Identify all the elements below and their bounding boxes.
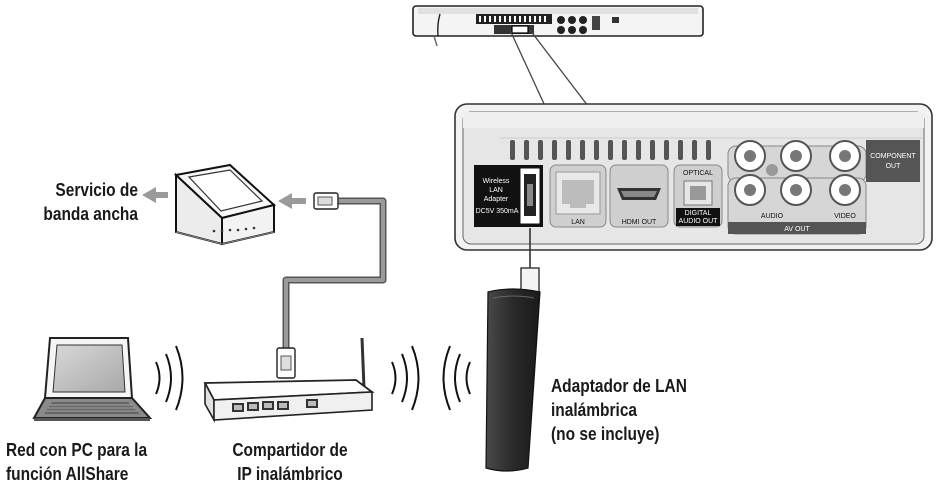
wireless-lan-adapter [485, 228, 541, 472]
component-label-2: OUT [886, 163, 902, 170]
wireless-label-3: Adapter [484, 196, 509, 203]
video-label: VIDEO [834, 213, 856, 220]
cable-arrow [278, 193, 306, 209]
wireless-label-1: Wireless [483, 178, 510, 185]
component-label-1: COMPONENT [870, 153, 916, 160]
pc-caption-line2: función AllShare [6, 464, 129, 484]
wireless-label-2: LAN [489, 187, 503, 194]
hdmi-port-label: HDMI OUT [622, 219, 657, 226]
signal-waves-adapter [442, 345, 471, 411]
audio-label: AUDIO [761, 213, 784, 220]
pc-caption: Red con PC para la función AllShare [6, 438, 147, 486]
rj45-plug-top [313, 192, 339, 210]
pc-caption-line1: Red con PC para la [6, 440, 148, 460]
signal-waves-laptop [155, 345, 184, 411]
digital-label-1: DIGITAL [685, 210, 712, 217]
broadband-modem [173, 163, 277, 246]
digital-label-2: AUDIO OUT [679, 218, 719, 225]
wireless-router [203, 337, 375, 424]
zoom-callout-lines [509, 29, 589, 107]
rear-panel-zoom: Wireless LAN Adapter DC5V 350mA LAN HDMI… [454, 103, 933, 251]
av-jacks: AUDIO VIDEO AV OUT [727, 174, 867, 235]
adapter-caption-line1: Adaptador de LAN [551, 376, 687, 396]
adapter-caption: Adaptador de LAN inalámbrica (no se incl… [551, 374, 687, 446]
optical-label: OPTICAL [683, 170, 713, 177]
rj45-plug-router [276, 347, 296, 379]
broadband-caption-line1: Servicio de [55, 180, 138, 200]
adapter-caption-line2: inalámbrica [551, 400, 638, 420]
signal-waves-router [391, 345, 420, 411]
adapter-caption-line3: (no se incluye) [551, 424, 660, 444]
network-cable [282, 197, 387, 352]
player-device [412, 5, 704, 47]
lan-port-label: LAN [571, 219, 585, 226]
laptop-pc [32, 337, 153, 421]
broadband-caption: Servicio de banda ancha [26, 178, 138, 226]
av-out-label: AV OUT [784, 226, 810, 233]
broadband-caption-line2: banda ancha [43, 204, 138, 224]
wireless-label-4: DC5V 350mA [476, 208, 519, 215]
router-caption-line1: Compartidor de [232, 440, 348, 460]
broadband-arrow [142, 187, 168, 203]
router-caption: Compartidor de IP inalámbrico [221, 438, 359, 486]
router-caption-line2: IP inalámbrico [237, 464, 343, 484]
